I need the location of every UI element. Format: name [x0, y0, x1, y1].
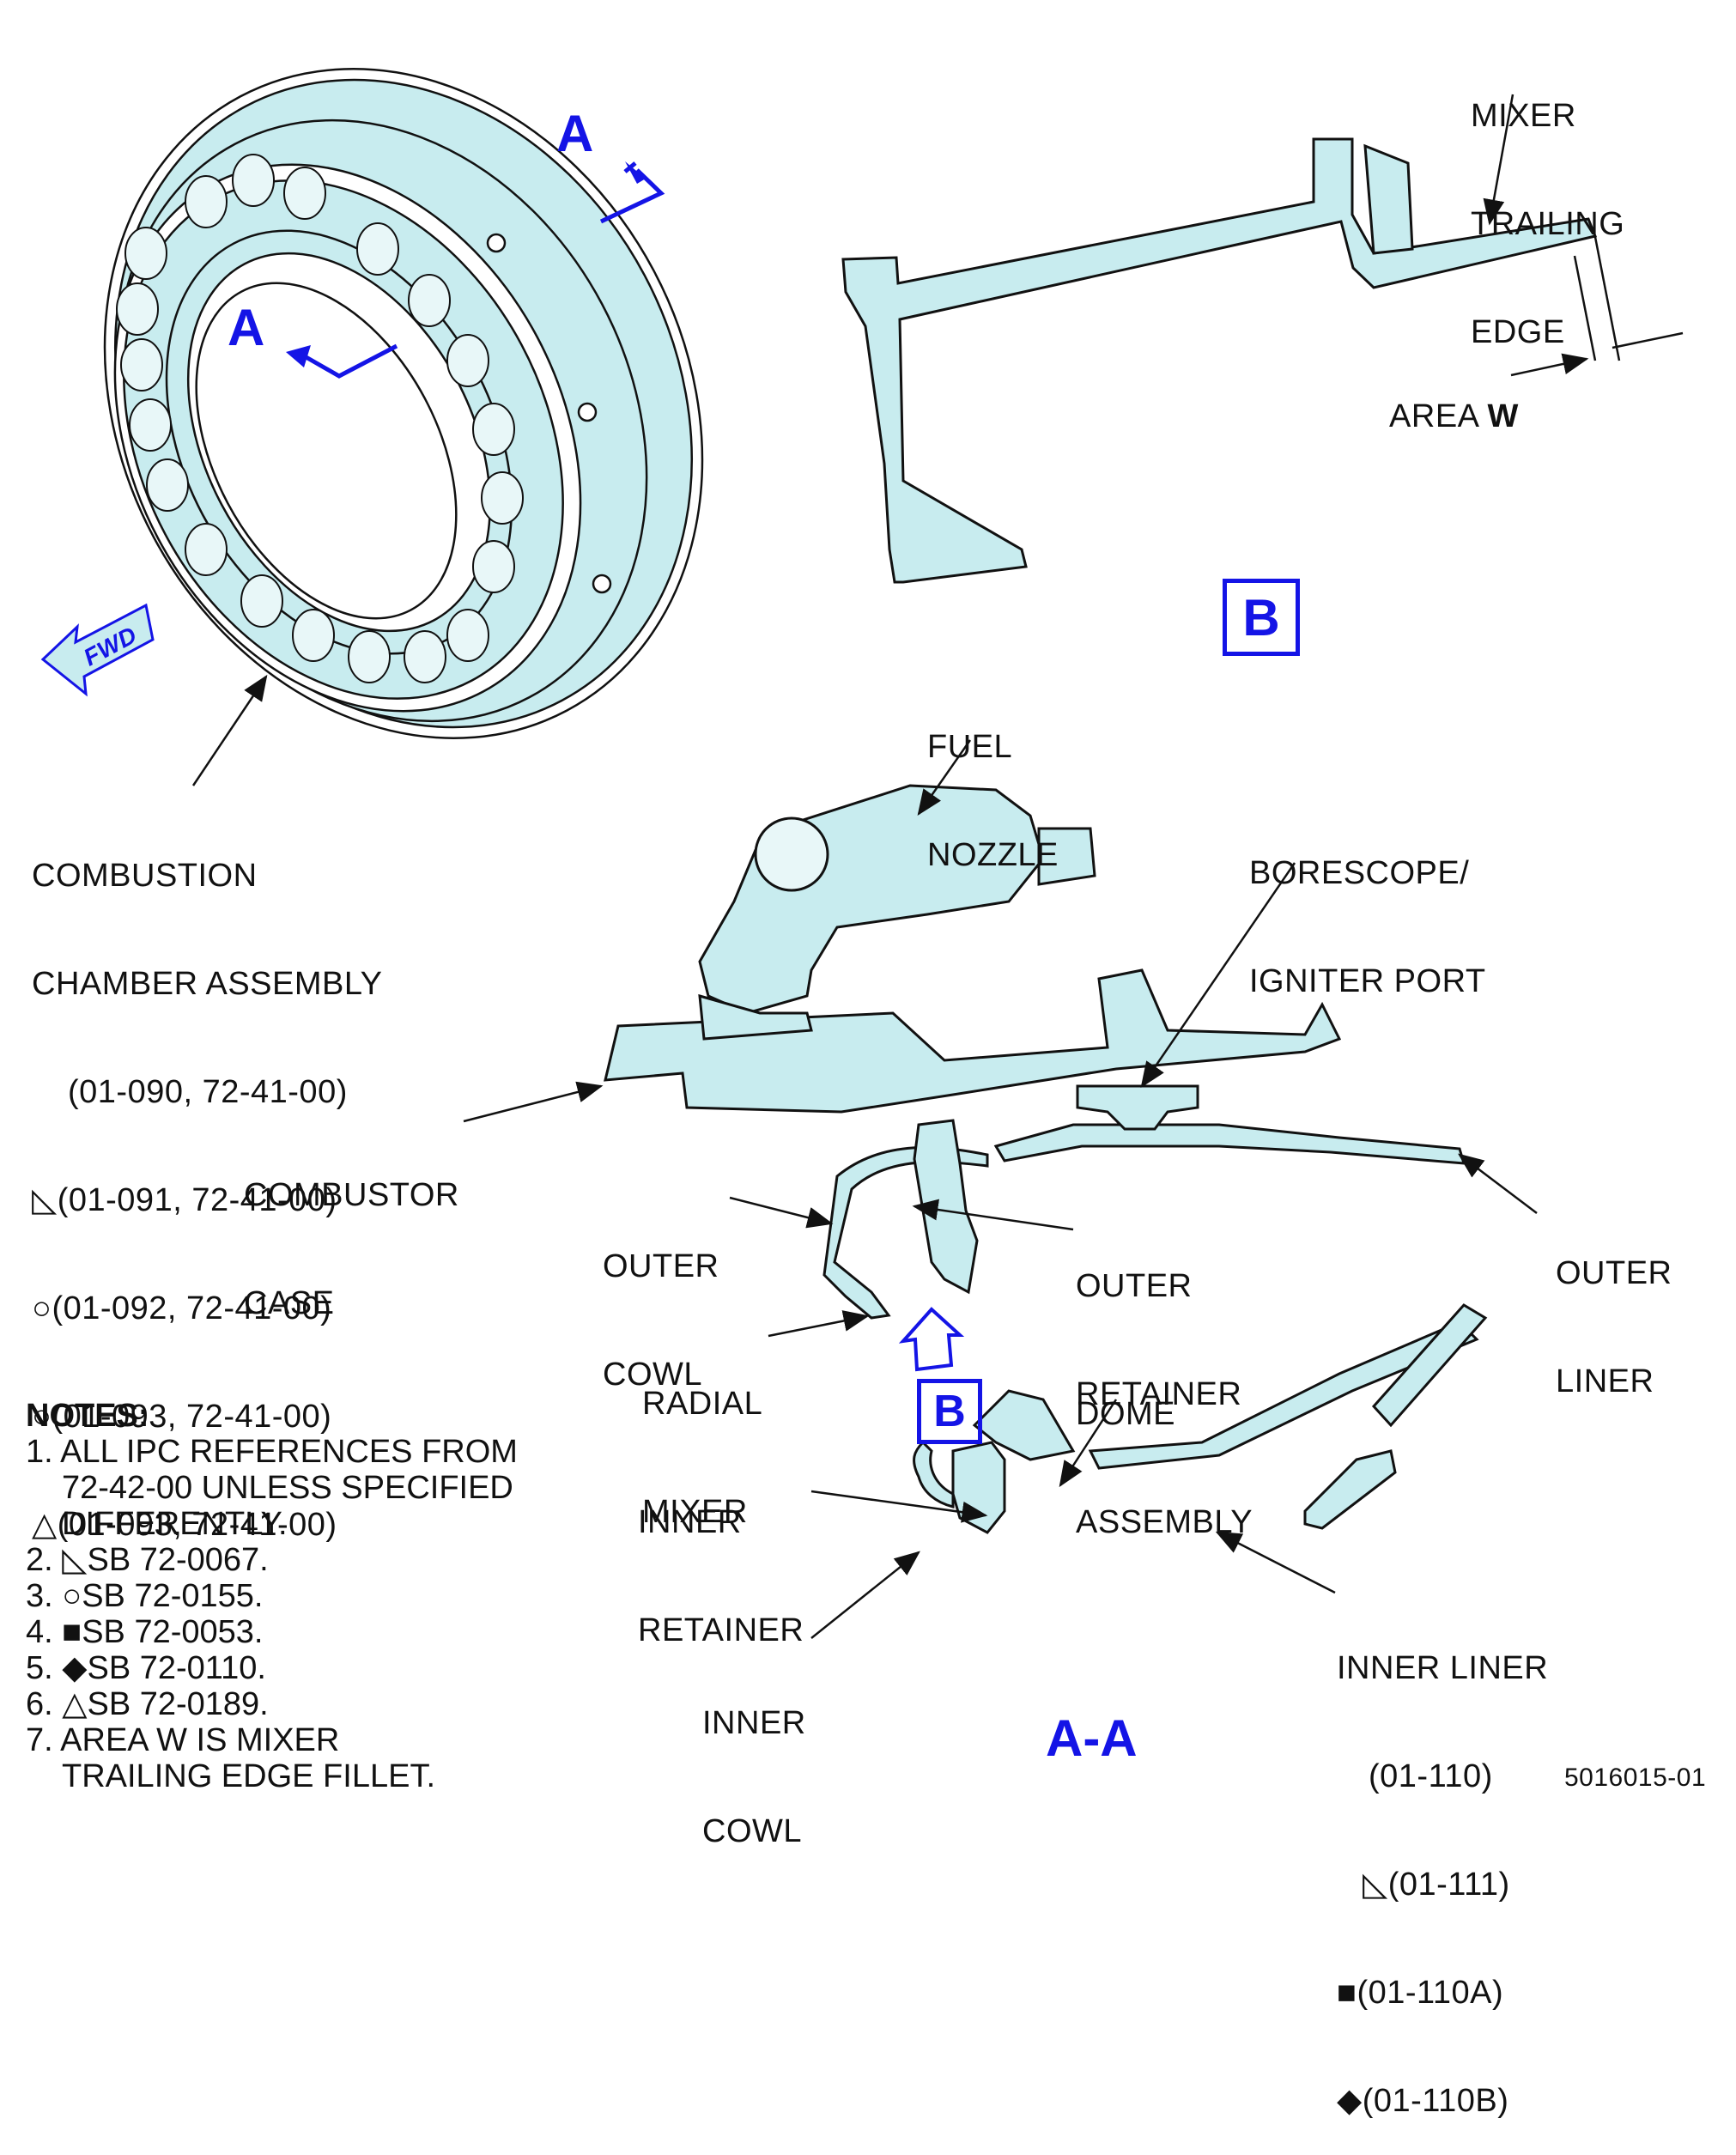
label-dome-assembly: DOME ASSEMBLY — [1076, 1396, 1253, 1540]
figure-id: 5016015-01 — [1564, 1763, 1707, 1792]
leader-lines — [191, 674, 1538, 1639]
note-7-line-1: 7. AREA W IS MIXER — [26, 1722, 340, 1758]
section-a-a-drawing — [604, 784, 1488, 1534]
note-3: 3. ○SB 72-0155. — [26, 1578, 264, 1614]
detail-b-marker-bottom: B — [917, 1379, 982, 1444]
section-marker-a-lower: A — [228, 299, 265, 356]
note-1-line-1: 1. ALL IPC REFERENCES FROM — [26, 1434, 518, 1470]
label-combustor-case: COMBUSTOR CASE — [244, 1177, 459, 1321]
label-radial-mixer: RADIAL MIXER — [642, 1386, 763, 1530]
note-2: 2. ◺SB 72-0067. — [26, 1542, 269, 1578]
label-combustion-chamber-assembly: COMBUSTION CHAMBER ASSEMBLY (01-090, 72-… — [32, 858, 383, 1543]
detail-b-marker-top: B — [1223, 579, 1300, 656]
label-area-w: AREA W — [1389, 398, 1519, 434]
note-7-line-2: TRAILING EDGE FILLET. — [62, 1758, 435, 1794]
notes-block: NOTES: 1. ALL IPC REFERENCES FROM 72-42-… — [26, 1398, 518, 1794]
label-fuel-nozzle: FUEL NOZZLE — [927, 729, 1059, 873]
combustion-chamber-drawing — [103, 68, 704, 739]
note-4: 4. ■SB 72-0053. — [26, 1614, 264, 1650]
section-a-arrows — [286, 161, 665, 379]
diagram-canvas — [40, 68, 1684, 1639]
label-outer-liner: OUTER LINER — [1556, 1255, 1672, 1399]
note-5: 5. ◆SB 72-0110. — [26, 1650, 266, 1686]
area-w-dimension — [1483, 94, 1684, 377]
label-inner-liner: INNER LINER (01-110) ◺(01-111) ■(01-110A… — [1337, 1650, 1549, 2119]
label-inner-retainer: INNER RETAINER — [638, 1504, 804, 1648]
section-marker-a-upper: A — [556, 105, 594, 162]
notes-title: NOTES: — [26, 1398, 149, 1434]
label-mixer-trailing-edge: MIXER TRAILING EDGE — [1471, 98, 1625, 350]
label-outer-cowl: OUTER COWL — [603, 1248, 719, 1393]
detail-b-drawing — [841, 137, 1598, 584]
label-inner-cowl: INNER COWL — [702, 1705, 806, 1849]
fwd-arrow-icon — [40, 603, 155, 697]
radial-mixer-view-arrow-icon — [898, 1307, 965, 1372]
section-label-a-a: A-A — [1046, 1709, 1138, 1767]
note-6: 6. △SB 72-0189. — [26, 1686, 269, 1722]
note-1-line-3: DIFFERENTLY. — [62, 1506, 288, 1542]
label-outer-retainer: OUTER RETAINER — [1076, 1268, 1242, 1412]
note-1-line-2: 72-42-00 UNLESS SPECIFIED — [62, 1470, 513, 1506]
label-borescope-igniter-port: BORESCOPE/ IGNITER PORT — [1249, 855, 1486, 999]
